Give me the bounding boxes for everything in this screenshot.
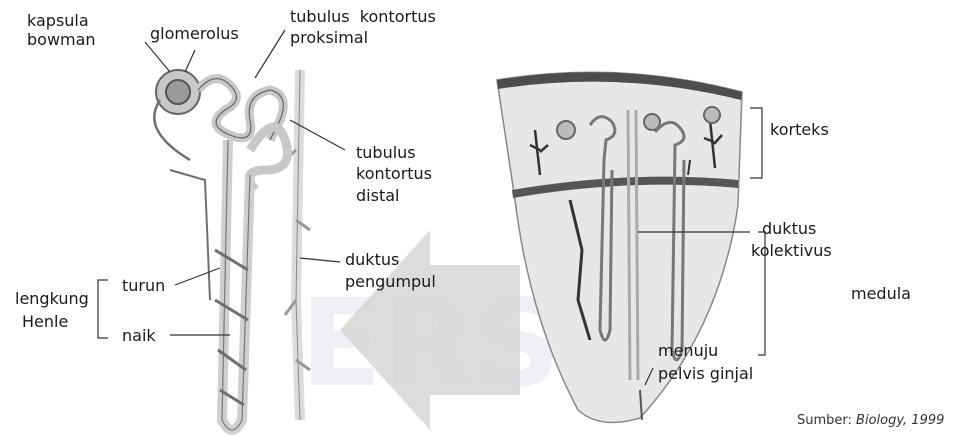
label-henle: Henle — [22, 312, 68, 331]
label-kolektivus: kolektivus — [751, 241, 832, 260]
label-distal: distal — [356, 186, 399, 205]
label-pengumpul: pengumpul — [345, 272, 436, 291]
label-kapsula: kapsula — [27, 11, 89, 30]
nephron-drawing — [154, 70, 310, 430]
label-pelvis-ginjal: pelvis ginjal — [658, 364, 753, 383]
source-prefix: Sumber: — [797, 413, 856, 428]
label-duktus-right: duktus — [762, 219, 816, 238]
label-kontortus-distal: kontortus — [356, 164, 432, 183]
label-lengkung: lengkung — [15, 289, 89, 308]
label-bowman: bowman — [27, 30, 96, 49]
label-turun: turun — [122, 276, 165, 295]
label-duktus-left: duktus — [345, 250, 399, 269]
label-korteks: korteks — [770, 120, 829, 139]
label-tubulus-kontortus: tubulus kontortus — [290, 7, 436, 26]
label-tubulus-distal-1: tubulus — [356, 143, 416, 162]
label-medula: medula — [851, 284, 911, 303]
label-glomerolus: glomerolus — [150, 24, 239, 43]
label-naik: naik — [122, 326, 156, 345]
source-book: Biology, 1999 — [856, 413, 944, 428]
label-menuju: menuju — [658, 341, 718, 360]
source-citation: Sumber: Biology, 1999 — [797, 413, 944, 428]
label-proksimal: proksimal — [290, 28, 368, 47]
